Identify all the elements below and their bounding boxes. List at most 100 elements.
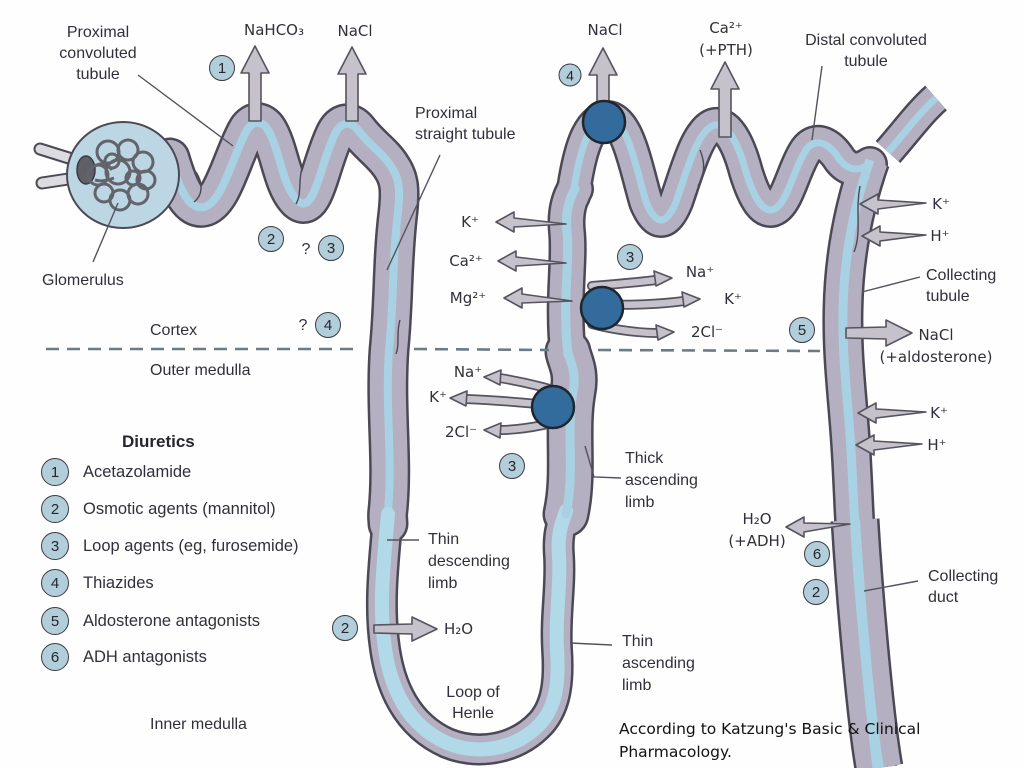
label-proximal-convoluted-tubule: Proximal convoluted tubule <box>59 24 137 83</box>
site-marker-2-cd: 2 <box>803 579 829 605</box>
legend-marker-1: 1 <box>41 458 69 486</box>
ion-label-k-tal: K⁺ <box>461 213 479 231</box>
legend-item-thiazides: 4 Thiazides <box>41 569 154 597</box>
site-marker-4-dct: 4 <box>558 63 582 87</box>
ion-label-h-ct: H⁺ <box>930 227 950 245</box>
legend-label-1: Acetazolamide <box>83 462 192 481</box>
site-marker-3-pct: 3 <box>318 235 344 261</box>
transporter-sites <box>530 99 627 430</box>
nacl-aldosterone-right-arrow-icon <box>845 319 913 347</box>
thin-ascending-pointer <box>569 642 613 646</box>
legend-marker-5: 5 <box>41 607 69 635</box>
attribution-text: According to Katzung's Basic & Clinical … <box>619 720 975 768</box>
site-marker-3-medulla: 3 <box>499 453 525 479</box>
ion-label-k-ct: K⁺ <box>932 195 950 213</box>
bowman-capsule <box>66 121 180 229</box>
cl-medulla-arrowhead-icon <box>483 422 502 439</box>
transport-arrows <box>240 45 927 642</box>
label-glomerulus: Glomerulus <box>42 272 124 289</box>
ion-label-nacl-pct: NaCl <box>337 22 373 40</box>
h-ct-left-arrow-icon <box>861 225 927 247</box>
legend-marker-2: 2 <box>41 495 69 523</box>
cl-cortex-arrowhead-icon <box>655 324 675 341</box>
nkcc2-medulla-transporter-icon <box>530 384 576 430</box>
legend-title: Diuretics <box>122 432 195 451</box>
ca-tal-left-arrow-icon <box>497 250 567 272</box>
label-collecting-tubule: Collecting tubule <box>926 267 997 305</box>
ion-label-ca-tal: Ca²⁺ <box>449 252 483 270</box>
collecting-duct-pointer <box>863 580 919 592</box>
site-marker-6: 6 <box>804 541 830 567</box>
label-outer-medulla: Outer medulla <box>150 362 251 379</box>
tubule-lumens <box>166 95 939 768</box>
legend-marker-4: 4 <box>41 569 69 597</box>
label-cortex: Cortex <box>150 322 198 339</box>
ion-label-k-medulla: K⁺ <box>429 388 447 406</box>
ca-pth-up-arrow-icon <box>710 61 740 138</box>
nahco3-up-arrow-icon <box>240 45 270 122</box>
vascular-pole <box>76 155 96 185</box>
ion-label-cl-medulla: 2Cl⁻ <box>444 423 478 441</box>
ion-label-mg-tal: Mg²⁺ <box>449 289 487 307</box>
ion-label-nacl-dct: NaCl <box>587 21 623 39</box>
label-thin-descending-limb: Thin descending limb <box>428 531 510 592</box>
ion-label-nacl-aldosterone: NaCl (+aldosterone) <box>879 326 993 366</box>
tubule-texture-lines <box>193 149 861 355</box>
legend-label-4: Thiazides <box>83 573 154 592</box>
site-marker-2-pct: 2 <box>258 226 284 252</box>
legend-item-adh-antagonists: 6 ADH antagonists <box>41 643 207 671</box>
legend-marker-3: 3 <box>41 532 69 560</box>
collecting-tubule-pointer <box>861 276 921 293</box>
legend-item-acetazolamide: 1 Acetazolamide <box>41 458 191 486</box>
na-cortex-arrowhead-icon <box>653 270 673 287</box>
legend-item-aldosterone-antagonists: 5 Aldosterone antagonists <box>41 607 260 635</box>
dct-pointer <box>811 65 823 141</box>
pointer-lines <box>92 65 921 646</box>
glomerulus-figure <box>33 121 180 229</box>
legend-item-osmotic-agents: 2 Osmotic agents (mannitol) <box>41 495 276 523</box>
h-cd-left-arrow-icon <box>855 434 923 456</box>
ncc-transporter-icon <box>581 99 627 145</box>
nkcc2-cortex-transporter-icon <box>579 285 625 331</box>
site-marker-3-cortex: 3 <box>617 244 643 270</box>
legend-marker-6: 6 <box>41 643 69 671</box>
legend-item-loop-agents: 3 Loop agents (eg, furosemide) <box>41 532 299 560</box>
nacl-pct-up-arrow-icon <box>337 46 367 122</box>
nacl-dct-up-arrow-icon <box>588 47 618 104</box>
k-cd-left-arrow-icon <box>857 402 927 424</box>
legend-label-5: Aldosterone antagonists <box>83 611 261 630</box>
k-medulla-arrowhead-icon <box>449 390 468 407</box>
ion-label-ca-pth: Ca²⁺ (+PTH) <box>699 19 753 59</box>
ion-label-na-medulla: Na⁺ <box>453 363 483 381</box>
h2o-loop-right-arrow-icon <box>373 616 438 642</box>
ion-label-k-cortex: K⁺ <box>724 290 742 308</box>
na-cortex-arrow-shaft <box>588 276 660 290</box>
ion-label-nahco3: NaHCO₃ <box>244 21 304 39</box>
k-tal-left-arrow-icon <box>495 211 567 233</box>
capillary-tuft <box>86 138 157 212</box>
ion-label-k-cd: K⁺ <box>930 404 948 422</box>
k-ct-left-arrow-icon <box>859 193 927 215</box>
label-proximal-straight-tubule: Proximal straight tubule <box>415 105 516 143</box>
glomerulus-pointer <box>92 202 119 263</box>
ion-label-cl-cortex: 2Cl⁻ <box>690 323 724 341</box>
na-medulla-arrowhead-icon <box>483 369 502 386</box>
site-marker-2-loop: 2 <box>332 615 358 641</box>
legend-label-3: Loop agents (eg, furosemide) <box>83 536 299 555</box>
legend-label-6: ADH antagonists <box>83 647 207 666</box>
ion-label-h2o-loop: H₂O <box>444 620 474 638</box>
pct-pointer <box>137 74 234 147</box>
site-marker-4-pct: 4 <box>315 312 341 338</box>
thick-ascending-pointer <box>584 445 622 479</box>
site-marker-1: 1 <box>209 55 235 81</box>
ion-label-na-cortex: Na⁺ <box>685 263 715 281</box>
site-marker-5: 5 <box>789 317 815 343</box>
label-loop-of-henle: Loop of Henle <box>446 684 500 722</box>
ion-label-h2o-adh: H₂O (+ADH) <box>728 510 786 550</box>
pst-pointer <box>386 154 441 271</box>
question-mark-4: ? <box>298 317 308 334</box>
label-thin-ascending-limb: Thin ascending limb <box>622 633 695 694</box>
cortex-medulla-boundary <box>46 347 821 353</box>
